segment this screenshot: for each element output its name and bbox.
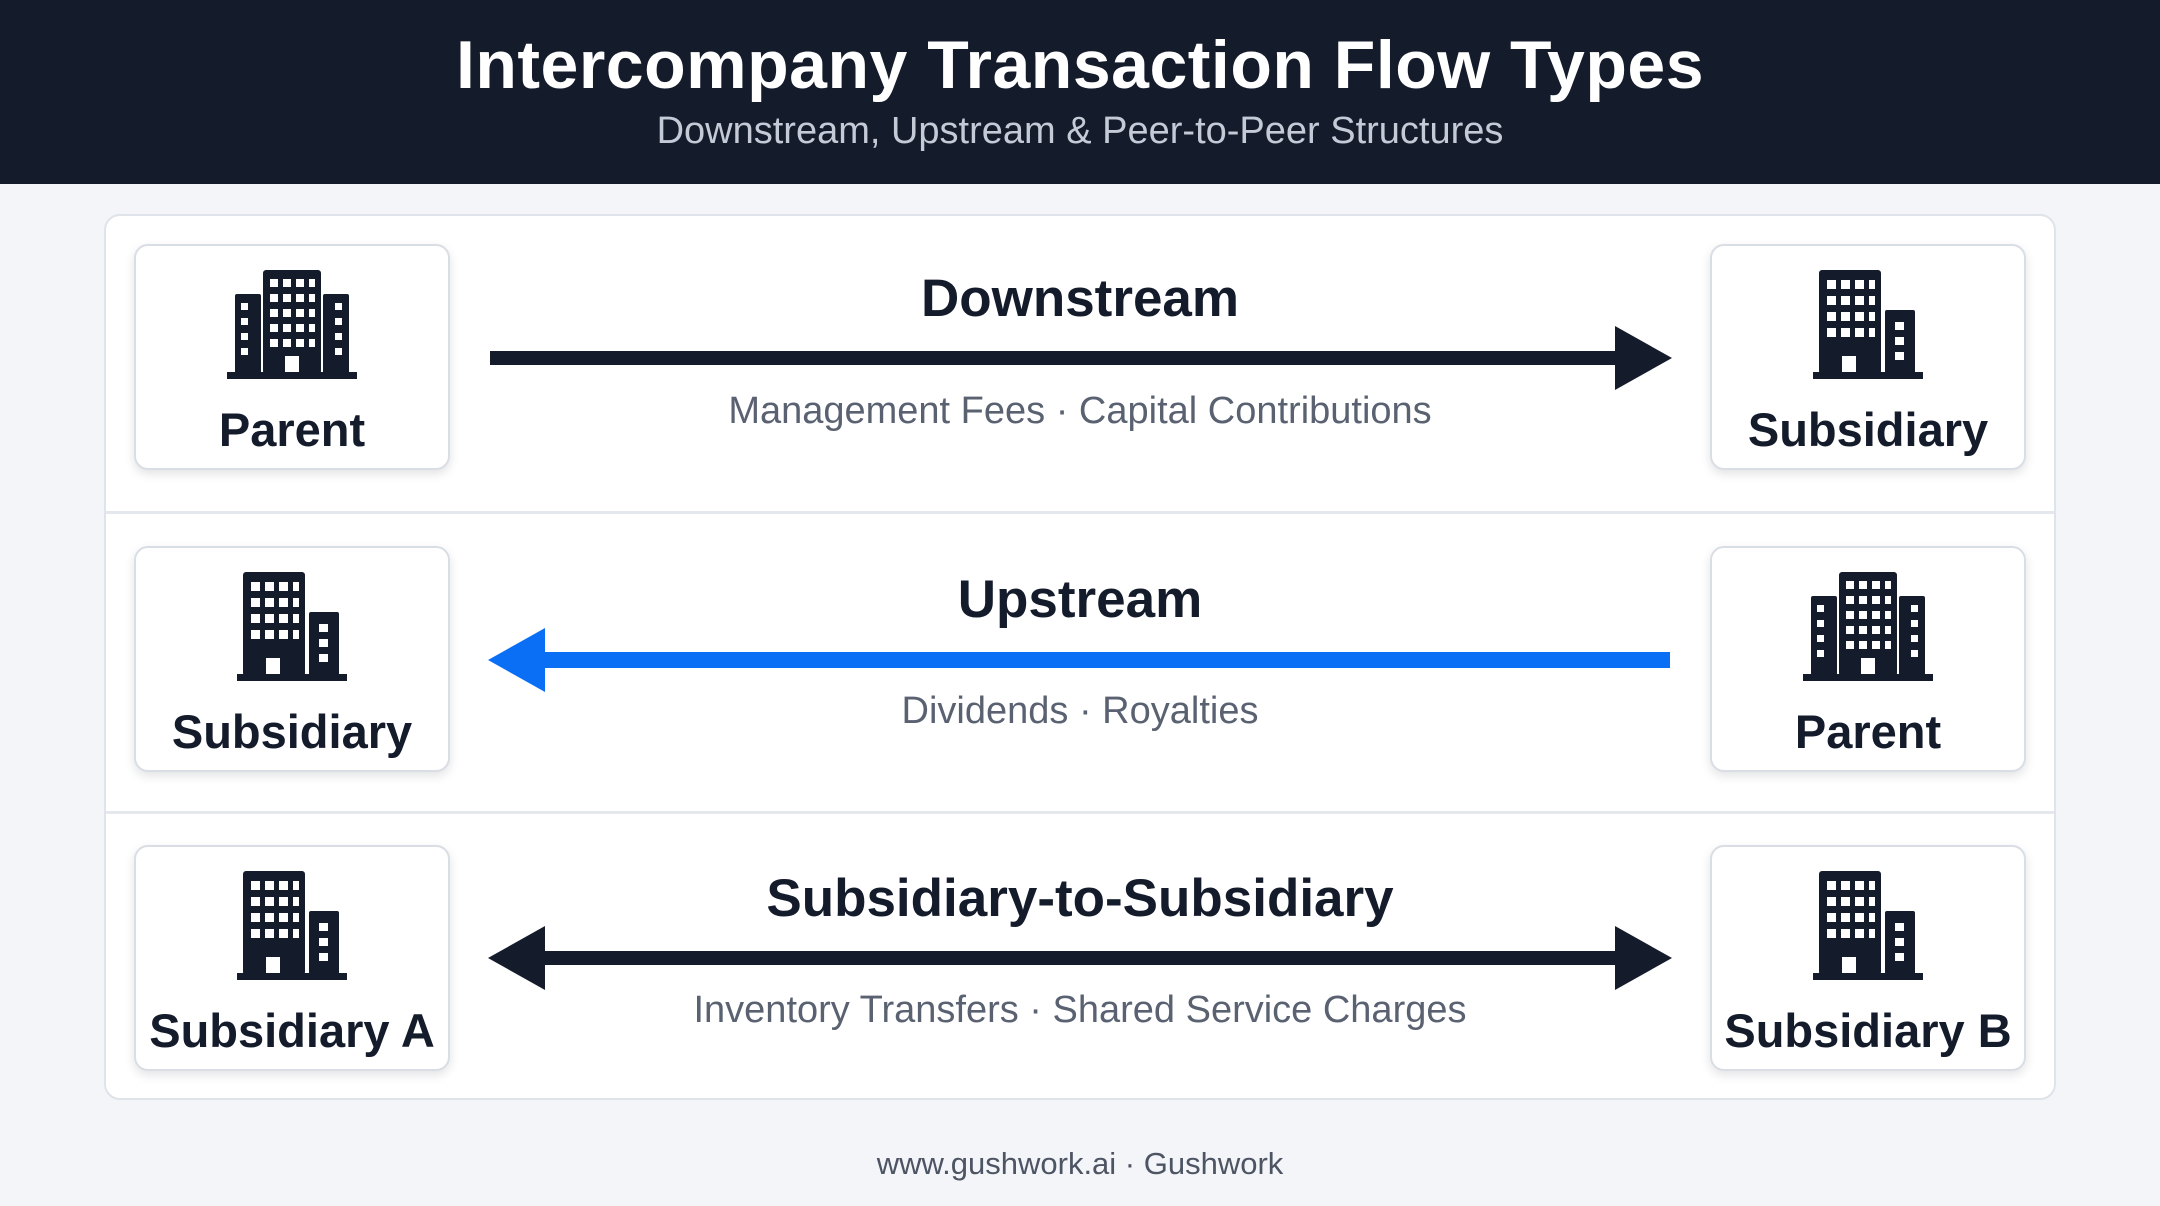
arrow-bidirectional-icon <box>488 926 1672 990</box>
entity-label: Parent <box>218 403 366 456</box>
flow-title-upstream: Upstream <box>957 570 1203 629</box>
entity-card-subsidiary-b: Subsidiary B <box>1710 845 2026 1071</box>
building-wide-icon <box>136 270 448 390</box>
row-divider <box>106 811 2054 814</box>
page-subtitle: Downstream, Upstream & Peer-to-Peer Stru… <box>656 110 1504 152</box>
entity-card-subsidiary-a: Subsidiary A <box>134 845 450 1071</box>
header-bar: Intercompany Transaction Flow Types Down… <box>0 0 2160 184</box>
building-annex-icon <box>1712 871 2024 991</box>
building-annex-icon <box>136 871 448 991</box>
building-annex-icon <box>136 572 448 692</box>
entity-label: Subsidiary A <box>149 1004 435 1057</box>
entity-card-parent: Parent <box>134 244 450 470</box>
arrow-left-icon <box>488 628 1670 692</box>
entity-label: Subsidiary B <box>1724 1004 2012 1057</box>
row-divider <box>106 511 2054 514</box>
entity-card-subsidiary: Subsidiary <box>1710 244 2026 470</box>
entity-label: Subsidiary <box>171 705 413 758</box>
page-title: Intercompany Transaction Flow Types <box>455 27 1705 103</box>
building-annex-icon <box>1712 270 2024 390</box>
entity-card-parent: Parent <box>1710 546 2026 772</box>
flow-description: Management Fees · Capital Contributions <box>728 390 1432 432</box>
building-wide-icon <box>1712 572 2024 692</box>
entity-card-subsidiary: Subsidiary <box>134 546 450 772</box>
flow-description: Dividends · Royalties <box>901 690 1259 732</box>
footer-credit: www.gushwork.ai · Gushwork <box>876 1146 1284 1181</box>
flow-title-downstream: Downstream <box>920 269 1240 328</box>
arrow-right-icon <box>490 326 1672 390</box>
flow-description: Inventory Transfers · Shared Service Cha… <box>693 989 1467 1031</box>
entity-label: Parent <box>1794 705 1942 758</box>
flow-title-peer: Subsidiary-to-Subsidiary <box>766 869 1394 928</box>
entity-label: Subsidiary <box>1747 403 1989 456</box>
